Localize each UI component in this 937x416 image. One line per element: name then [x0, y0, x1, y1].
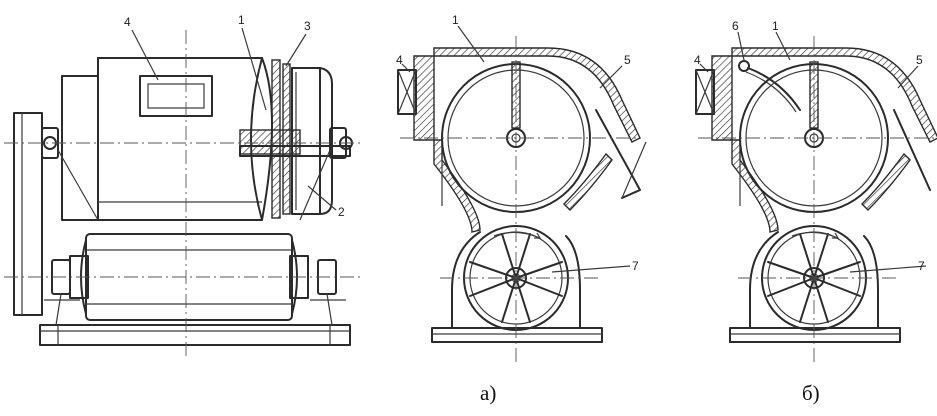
label-5: 5 — [624, 53, 631, 67]
caption-a: а) — [480, 381, 496, 405]
label-7: 7 — [632, 259, 639, 273]
pulley — [13, 112, 43, 316]
inspection-window — [139, 75, 213, 117]
lower-drum — [85, 233, 293, 321]
label-5: 5 — [916, 53, 923, 67]
rear-cover — [61, 75, 99, 221]
section-a: 1 4 5 7 а) — [396, 13, 647, 405]
label-6: 6 — [732, 19, 739, 33]
side-view: 4 1 3 2 — [4, 13, 362, 360]
label-4: 4 — [694, 53, 701, 67]
label-1: 1 — [452, 13, 459, 27]
caption-b: б) — [802, 381, 820, 405]
rotor-blades — [469, 233, 563, 323]
section-b: 6 1 4 5 7 б) — [694, 19, 937, 405]
label-4: 4 — [396, 53, 403, 67]
label-4: 4 — [124, 15, 131, 29]
label-2: 2 — [338, 205, 345, 219]
label-3: 3 — [304, 19, 311, 33]
base-frame — [39, 324, 351, 346]
feed-window — [695, 69, 715, 115]
shaft — [239, 145, 351, 157]
flap-pivot — [738, 60, 750, 72]
flap — [747, 67, 801, 111]
base-a — [431, 327, 603, 343]
shaft-hub — [239, 129, 301, 155]
feed-window — [397, 69, 417, 115]
label-1: 1 — [772, 19, 779, 33]
label-1: 1 — [238, 13, 245, 27]
rotor-blades — [767, 233, 861, 323]
base-b — [729, 327, 901, 343]
label-7: 7 — [918, 259, 925, 273]
